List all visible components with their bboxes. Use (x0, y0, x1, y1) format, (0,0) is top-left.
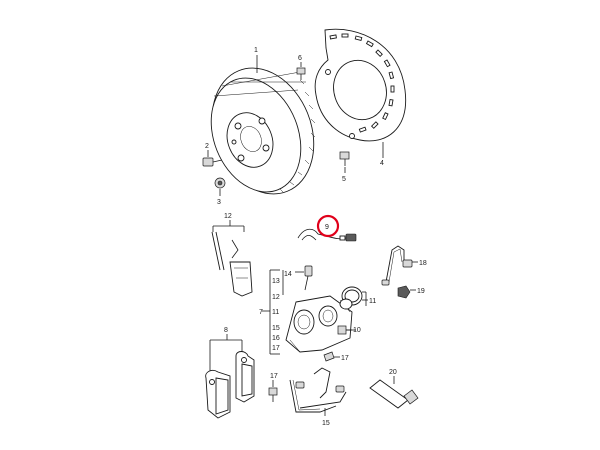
label-19: 19 (417, 288, 425, 295)
label-group-12: 12 (272, 294, 280, 301)
hose-clip[interactable] (397, 285, 411, 299)
label-16: 16 (272, 335, 280, 342)
label-9: 9 (325, 224, 329, 231)
label-17-lower: 17 (270, 373, 278, 380)
label-15b: 15 (322, 420, 330, 427)
caliper-index-bracket (262, 269, 284, 355)
brake-disc[interactable] (194, 53, 332, 209)
label-group-14: 14 (284, 271, 292, 278)
disc-vents (279, 79, 316, 193)
label-3: 3 (217, 199, 221, 206)
label-17: 17 (272, 345, 280, 352)
grease-tube[interactable] (369, 379, 419, 409)
label-7: 7 (259, 309, 263, 316)
screw-3[interactable] (214, 177, 226, 189)
label-20: 20 (389, 369, 397, 376)
brake-line[interactable] (289, 367, 347, 413)
bolt-5[interactable] (339, 151, 350, 166)
label-12: 12 (224, 213, 232, 220)
brake-pads[interactable] (205, 339, 255, 419)
retaining-spring-kit[interactable] (211, 225, 253, 297)
bolt-17-lower[interactable] (268, 387, 278, 402)
wheel-bolt[interactable] (202, 157, 223, 167)
label-1: 1 (254, 47, 258, 54)
label-11: 11 (369, 298, 376, 305)
brake-caliper[interactable] (285, 295, 353, 353)
screw-6[interactable] (296, 67, 306, 80)
label-4: 4 (380, 160, 384, 167)
label-5: 5 (342, 176, 346, 183)
highlight-circle (316, 214, 340, 238)
shield-slots (329, 33, 395, 133)
label-8: 8 (224, 327, 228, 334)
brake-hose[interactable] (381, 245, 413, 286)
label-17-right: 17 (341, 355, 349, 362)
splash-shield[interactable] (314, 28, 407, 142)
bleed-screw[interactable] (304, 265, 313, 291)
label-group-13: 13 (272, 278, 280, 285)
label-11-left: 11 (272, 309, 279, 316)
label-15: 15 (272, 325, 280, 332)
label-18: 18 (419, 260, 427, 267)
piston-seals[interactable] (339, 286, 363, 310)
label-10: 10 (353, 327, 361, 334)
label-6: 6 (298, 55, 302, 62)
bolt-17[interactable] (323, 351, 335, 362)
label-2: 2 (205, 143, 209, 150)
